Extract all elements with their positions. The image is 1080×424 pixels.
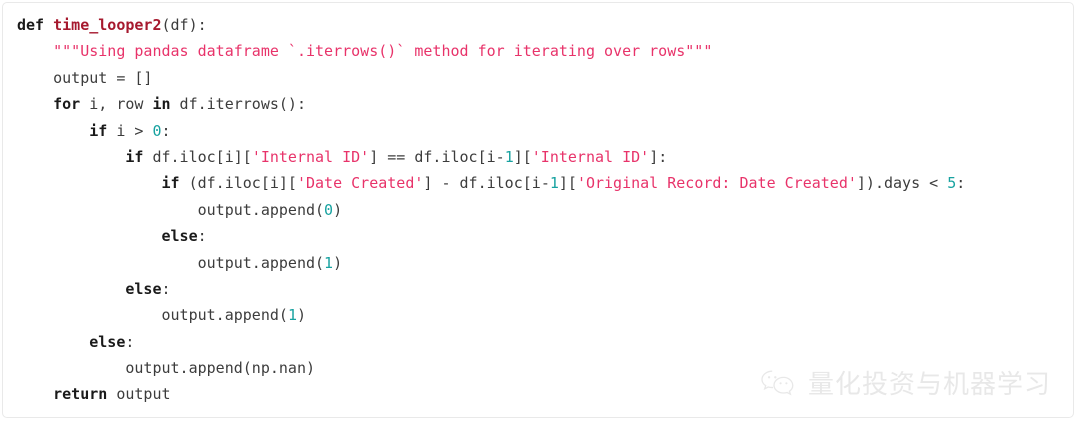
code-line: def time_looper2(df): bbox=[17, 16, 207, 34]
code-line: output.append(0) bbox=[17, 200, 343, 219]
code-line: output.append(1) bbox=[17, 253, 343, 272]
code-line: if i > 0: bbox=[89, 121, 171, 140]
code-line: output.append(np.nan) bbox=[17, 359, 316, 378]
code-block-card: def time_looper2(df): """Using pandas da… bbox=[2, 2, 1074, 418]
code-line: """Using pandas dataframe `.iterrows()` … bbox=[53, 42, 713, 61]
code-line: return output bbox=[53, 385, 171, 404]
code-line: if (df.iloc[i]['Date Created'] - df.iloc… bbox=[161, 174, 966, 193]
python-code-listing: def time_looper2(df): """Using pandas da… bbox=[3, 12, 1073, 408]
code-line: output.append(1) bbox=[17, 306, 306, 325]
code-line: output = [] bbox=[17, 68, 153, 87]
code-line: else: bbox=[89, 332, 135, 351]
code-line: for i, row in df.iterrows(): bbox=[53, 95, 306, 114]
code-line: else: bbox=[161, 227, 207, 246]
code-line: if df.iloc[i]['Internal ID'] == df.iloc[… bbox=[125, 147, 668, 166]
code-line: else: bbox=[125, 279, 171, 298]
